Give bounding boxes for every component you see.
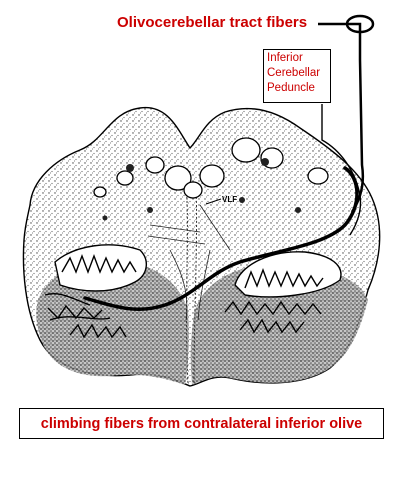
right-hemisphere-shading (190, 263, 368, 385)
peduncle-line-2: Cerebellar (267, 67, 321, 79)
midline (185, 184, 198, 385)
vlf-label: VLF (222, 195, 238, 204)
peduncle-line-3: Peduncle (267, 82, 315, 94)
left-folia (44, 244, 147, 339)
inferior-cerebellar-peduncle-label: Inferior Cerebellar Peduncle (263, 49, 331, 103)
peduncle-line-1: Inferior (267, 52, 303, 64)
top-nodules (93, 137, 329, 199)
vlf-leader-line (205, 198, 222, 205)
right-folia (224, 251, 342, 334)
olivocerebellar-tract-label: Olivocerebellar tract fibers (117, 14, 308, 31)
dark-spots (102, 158, 301, 221)
tract-leader-line (318, 22, 365, 213)
caption-text: climbing fibers from contralateral infer… (40, 415, 363, 432)
fiber-bundle-ring (345, 14, 375, 34)
caption: climbing fibers from contralateral infer… (19, 408, 384, 439)
left-hemisphere-shading (36, 260, 189, 385)
